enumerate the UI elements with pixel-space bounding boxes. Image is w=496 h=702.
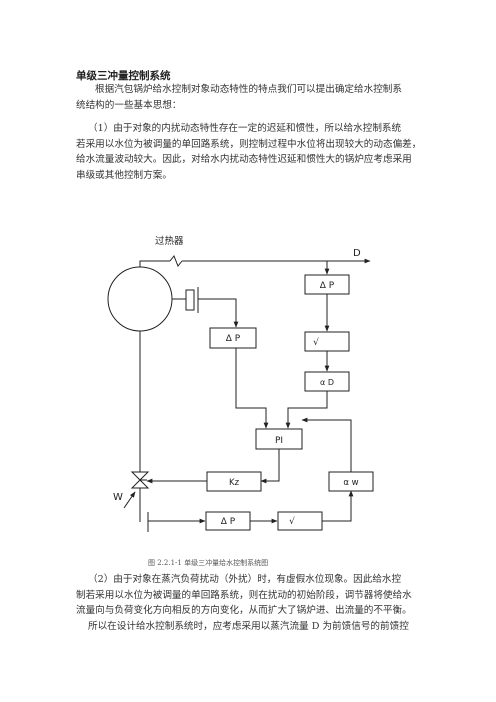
pi-to-kz-line [260,449,280,484]
intro-line-1: 根据汽包锅炉给水控制对象动态特性的特点我们可以提出确定给水控制系 [95,84,402,95]
alpha-w-label: α w [343,478,358,488]
point-2-line-2: 制若采用以水位为被调量的单回路系统，则在扰动的初始阶段，调节器将使给水 [76,589,412,601]
kz-label: Kz [229,478,240,488]
valve-top [130,471,150,481]
point-2-paragraph: （2）由于对象在蒸汽负荷扰动（外扰）时，有虚假水位现象。因此给水控 制若采用以水… [76,572,428,634]
dp-steam-label: Δ P [320,281,335,291]
point-2-line-1: （2）由于对象在蒸汽负荷扰动（外扰）时，有虚假水位现象。因此给水控 [88,574,402,585]
level-to-dp-line [198,298,239,328]
dp-level-label: Δ P [226,334,241,344]
point-1-line-3: 给水流量波动较大。因此，对给水内扰动态特性迟延和惯性大的锅炉应考虑采用 [76,154,412,166]
dp-water-label: Δ P [221,517,236,527]
boiler-drum [107,266,173,332]
point-1-line-2: 若采用以水位为被调量的单回路系统，则控制过程中水位将出现较大的动态偏差， [76,138,422,150]
sqrt-water-label: √ [289,516,295,527]
condensate-pot [185,289,195,311]
steam-pipe-rise [139,260,170,267]
sqrt-steam-label: √ [313,337,319,348]
point-2-line-3: 流量向与负荷变化方向相反的方向变化，从而扩大了锅炉进、出流量的不平衡。 [76,605,412,617]
dp-level-block [209,327,257,349]
alpha-d-label: α D [320,378,334,387]
steam-flow-label: D [353,248,361,259]
point-1-line-1: （1）由于对象的内扰动态特性存在一定的迟延和惯性，所以给水控制系统 [88,123,402,134]
section-heading: 单级三冲量控制系统 [76,70,171,82]
point-1-line-4: 串级或其他控制方案。 [76,169,172,181]
sqrt-water-block [277,511,323,531]
superheater-label: 过热器 [155,235,184,247]
feedwater-disturbance-arrow [123,491,136,509]
point-1-paragraph: （1）由于对象的内扰动态特性存在一定的迟延和惯性，所以给水控制系统 若采用以水位… [76,121,428,183]
sqrt-steam-block [304,331,350,352]
pi-label: PI [275,436,283,446]
point-2-line-4: 所以在设计给水控制系统时，应考虑采用以蒸汽流量 D 为前馈信号的前馈控 [88,620,409,632]
alpha-d-to-pi-line [285,391,328,429]
sqrt-water-to-alpha-line [322,490,354,522]
figure-caption: 图 2.2.1-1 单级三冲量给水控制系统图 [148,559,269,567]
alpha-w-to-pi-line [301,417,352,472]
intro-line-2: 统结构的一些基本思想： [76,99,182,111]
dp-level-to-pi-line [235,348,269,429]
valve-bottom [130,479,150,489]
intro-paragraph: 根据汽包锅炉给水控制对象动态特性的特点我们可以提出确定给水控制系 统结构的一些基… [76,82,428,113]
feedwater-label: W [113,492,123,503]
superheater-symbol [169,255,183,267]
